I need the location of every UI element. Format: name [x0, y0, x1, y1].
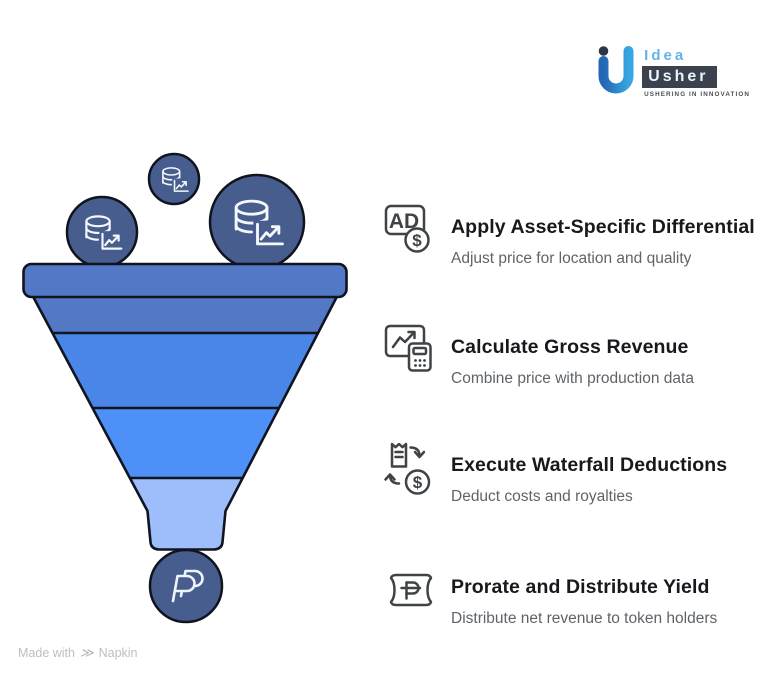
svg-text:$: $	[413, 473, 423, 492]
footer-watermark: Made with ≫ Napkin	[18, 645, 138, 661]
paypal-bubble	[148, 548, 224, 624]
step-execute-waterfall-deductions: $ Execute Waterfall Deductions Deduct co…	[384, 440, 756, 506]
svg-text:$: $	[412, 231, 422, 250]
funnel-segment-2	[33, 333, 337, 408]
idea-usher-u-icon	[598, 46, 634, 94]
funnel-svg	[22, 152, 348, 624]
step-title: Prorate and Distribute Yield	[451, 576, 710, 598]
funnel-rim	[22, 262, 348, 299]
step-title: Apply Asset-Specific Differential	[451, 216, 755, 238]
paypal-icon	[171, 569, 204, 603]
logo-tagline: USHERING IN INNOVATION	[644, 91, 750, 98]
logo-brand-bottom: Usher	[642, 66, 717, 88]
input-bubbles	[65, 152, 306, 271]
peso-ticket-icon	[384, 562, 436, 628]
funnel-segment-3	[33, 408, 337, 478]
step-apply-asset-specific-differential: AD $ Apply Asset-Specific Differential A…	[384, 202, 756, 268]
step-title: Execute Waterfall Deductions	[451, 454, 728, 476]
funnel-outline	[31, 295, 339, 551]
step-subtitle: Distribute net revenue to token holders	[451, 610, 718, 627]
funnel-segment-1	[33, 296, 337, 333]
funnel-segments	[33, 296, 337, 550]
funnel-graphic	[0, 0, 380, 677]
svg-text:AD: AD	[389, 210, 419, 233]
ad-dollar-icon: AD $	[384, 202, 436, 268]
step-subtitle: Combine price with production data	[451, 370, 694, 387]
step-subtitle: Adjust price for location and quality	[451, 250, 692, 267]
step-calculate-gross-revenue: Calculate Gross Revenue Combine price wi…	[384, 322, 756, 388]
step-title: Calculate Gross Revenue	[451, 336, 689, 358]
step-prorate-and-distribute-yield: Prorate and Distribute Yield Distribute …	[384, 562, 756, 628]
chart-calculator-icon	[384, 322, 436, 388]
footer-brand: Napkin	[98, 646, 138, 660]
logo-brand-top: Idea	[644, 47, 687, 64]
invoice-exchange-dollar-icon: $	[384, 440, 436, 506]
step-subtitle: Deduct costs and royalties	[451, 488, 633, 505]
napkin-icon: ≫	[79, 645, 94, 660]
funnel-segment-4	[33, 478, 337, 550]
footer-made-with: Made with	[18, 646, 75, 660]
idea-usher-logo: Idea Usher USHERING IN INNOVATION	[593, 44, 750, 100]
